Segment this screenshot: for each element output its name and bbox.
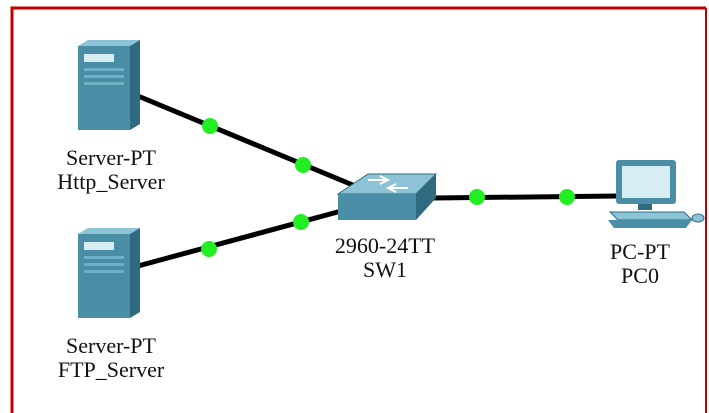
link-light-ftp-far — [293, 214, 309, 230]
device-type-label: PC-PT — [610, 239, 670, 264]
server-icon[interactable] — [78, 228, 140, 318]
link-light-http-far — [295, 157, 311, 173]
link-ftp-switch[interactable] — [137, 207, 346, 269]
link-light-pc-far — [559, 189, 575, 205]
device-type-label: 2960-24TT — [334, 233, 436, 258]
device-name-label: PC0 — [621, 263, 659, 288]
link-light-pc-near — [469, 189, 485, 205]
link-light-http-near — [202, 118, 218, 134]
device-label-pc: PC-PT PC0 — [610, 240, 670, 288]
link-switch-pc[interactable] — [432, 193, 619, 201]
pc-icon[interactable] — [608, 160, 705, 228]
link-http-switch[interactable] — [137, 93, 361, 191]
link-light-ftp-near — [201, 241, 217, 257]
link-lights-layer — [201, 118, 575, 257]
device-name-label: SW1 — [362, 257, 407, 282]
links-layer — [137, 93, 619, 269]
device-label-http-server: Server-PT Http_Server — [57, 146, 165, 194]
device-name-label: FTP_Server — [57, 357, 165, 382]
switch-icon[interactable] — [336, 173, 438, 220]
device-label-ftp-server: Server-PT FTP_Server — [58, 334, 164, 382]
canvas-border — [10, 6, 706, 413]
device-name-label: Http_Server — [57, 169, 165, 194]
device-type-label: Server-PT — [66, 145, 156, 170]
device-label-switch: 2960-24TT SW1 — [335, 234, 435, 282]
server-icon[interactable] — [78, 40, 140, 130]
device-type-label: Server-PT — [66, 333, 156, 358]
